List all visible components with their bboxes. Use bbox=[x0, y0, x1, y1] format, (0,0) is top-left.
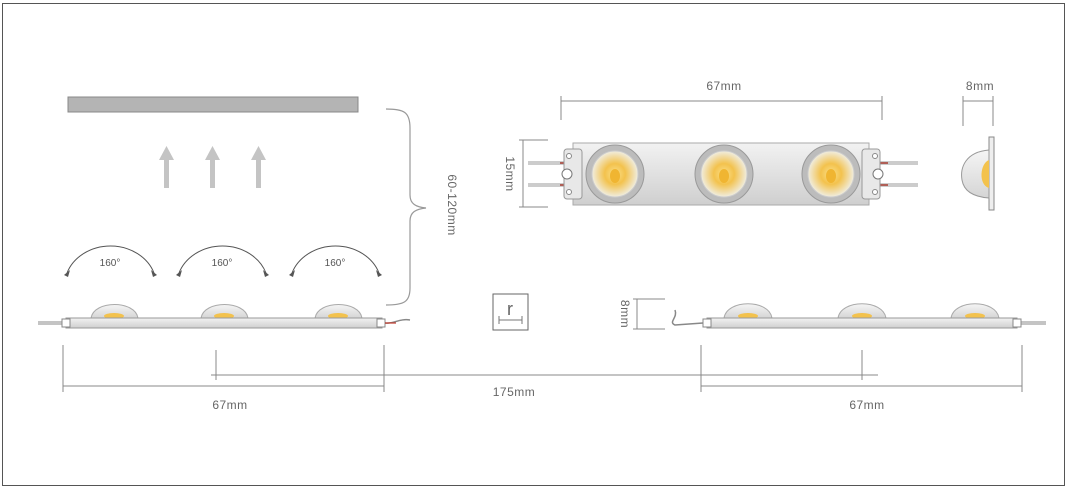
diffuser-panel bbox=[67, 96, 359, 113]
module-front-view bbox=[528, 142, 918, 206]
spacing-label: 175mm bbox=[493, 385, 536, 399]
beam-angle-label: 160° bbox=[325, 258, 346, 269]
width-dimension-top bbox=[962, 96, 994, 126]
height-dimension-top bbox=[519, 139, 548, 208]
module-side-view-left bbox=[38, 304, 411, 329]
module-side-view-right bbox=[671, 303, 1046, 329]
width-label-top: 8mm bbox=[966, 79, 994, 93]
cut-symbol: r bbox=[492, 293, 529, 331]
length-label-right: 67mm bbox=[849, 398, 884, 412]
top-length-dimension bbox=[560, 96, 883, 120]
spacing-dimension-line bbox=[211, 350, 878, 380]
cut-symbol-letter: r bbox=[507, 299, 513, 319]
beam-angle-label: 160° bbox=[212, 258, 233, 269]
length-label-top: 67mm bbox=[706, 79, 741, 93]
distance-label: 60-120mm bbox=[445, 174, 459, 235]
beam-angle-label: 160° bbox=[100, 258, 121, 269]
module-end-profile bbox=[961, 136, 995, 211]
beam-angle-arcs bbox=[66, 245, 380, 274]
height-label-bottom: 8mm bbox=[618, 300, 632, 328]
distance-brace bbox=[385, 108, 427, 306]
dimension-line-left bbox=[62, 345, 385, 392]
arrow-up-icon bbox=[251, 146, 266, 188]
drawing-frame bbox=[2, 3, 1065, 486]
arrow-up-icon bbox=[205, 146, 220, 188]
dimension-line-right bbox=[700, 345, 1023, 392]
height-label-top: 15mm bbox=[503, 156, 517, 191]
length-label-left: 67mm bbox=[212, 398, 247, 412]
arrow-up-icon bbox=[159, 146, 174, 188]
height-dimension-bottom bbox=[633, 298, 665, 330]
light-arrows bbox=[159, 146, 266, 188]
